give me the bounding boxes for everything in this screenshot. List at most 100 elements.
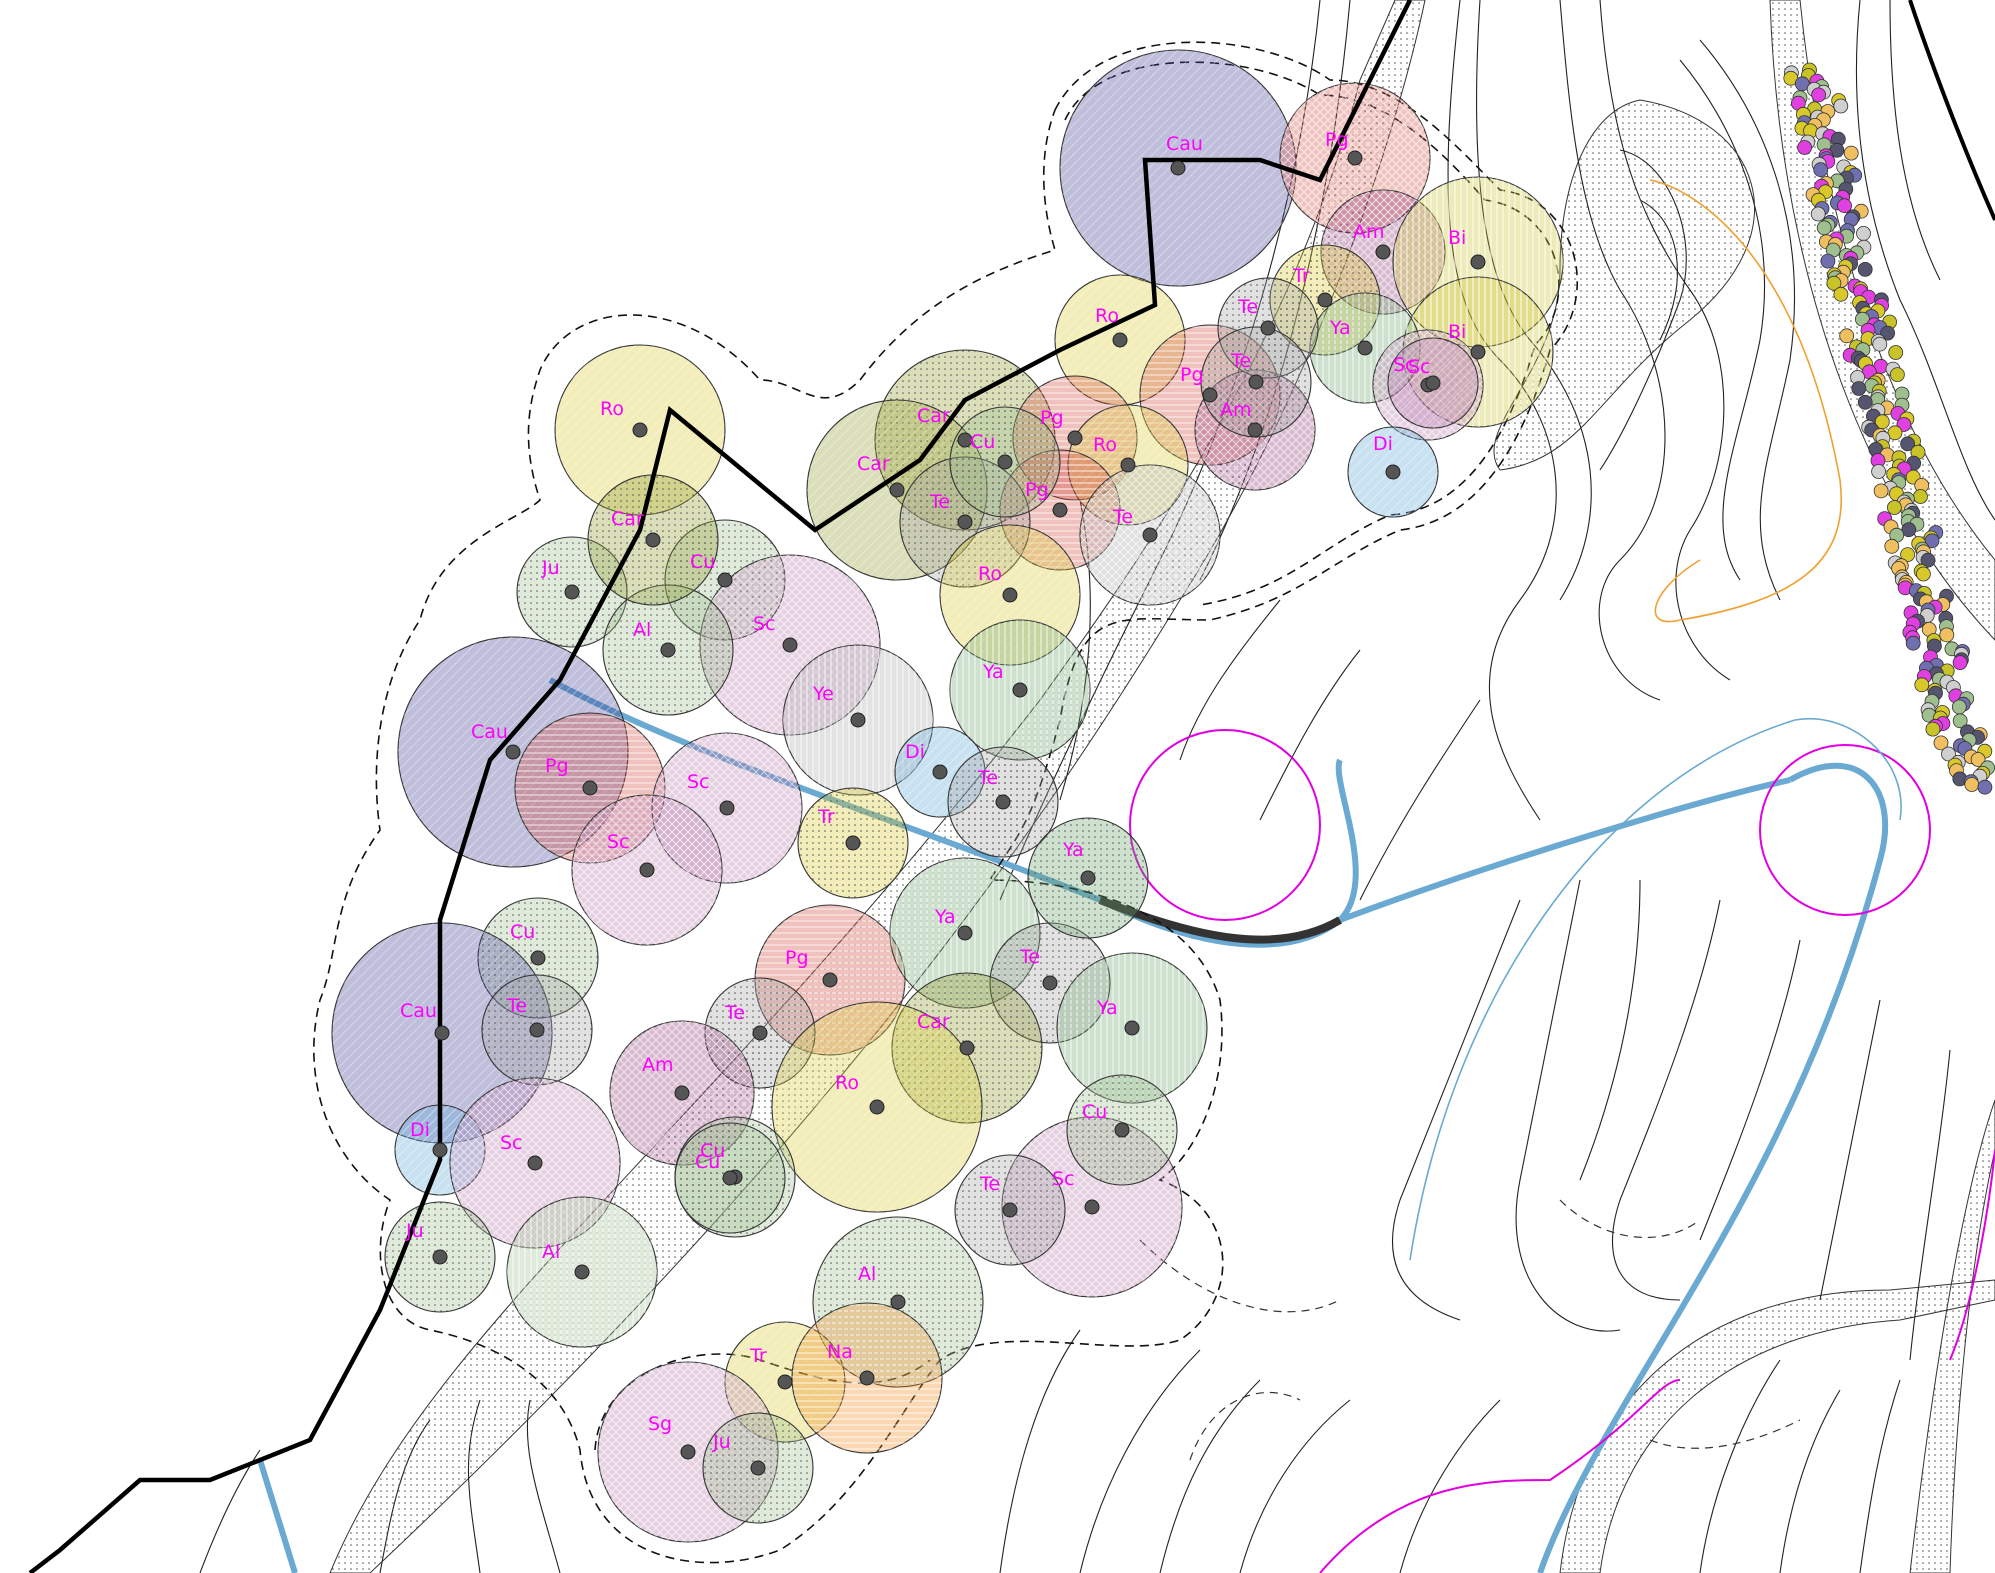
shrub xyxy=(1914,677,1930,693)
tree-species-label: Di xyxy=(905,741,925,763)
tree-species-label: Cu xyxy=(695,1151,720,1173)
tree-species-label: Pg xyxy=(785,947,809,969)
tree-trunk-marker xyxy=(1002,587,1018,603)
tree-species-label: Cau xyxy=(400,1000,437,1022)
tree-trunk-marker xyxy=(959,1040,975,1056)
tree-species-label: Pg xyxy=(1325,129,1349,151)
tree-species-label: Car xyxy=(917,405,950,427)
shrub xyxy=(1851,381,1867,396)
tree-species-label: Te xyxy=(1230,350,1251,372)
tree-species-label: Sc xyxy=(1393,354,1416,376)
tree-trunk-marker xyxy=(1260,320,1276,336)
tree-trunk-marker xyxy=(1084,1199,1100,1215)
tree-species-label: Sc xyxy=(500,1132,523,1154)
tree-trunk-marker xyxy=(995,794,1011,810)
contour-line xyxy=(1859,1379,1901,1573)
tree-trunk-marker xyxy=(645,532,661,548)
tree-species-label: Cau xyxy=(1166,133,1203,155)
tree-trunk-marker xyxy=(1375,244,1391,260)
tree-species-label: Pg xyxy=(1025,479,1049,501)
tree-trunk-marker xyxy=(432,1249,448,1265)
tree-species-label: Am xyxy=(642,1054,674,1076)
tree-species-label: Ju xyxy=(712,1431,731,1453)
tree-species-label: Ro xyxy=(978,563,1002,585)
tree-species-label: Sc xyxy=(753,613,776,635)
shrub xyxy=(1887,500,1902,515)
tree-trunk-marker xyxy=(822,972,838,988)
tree-species-label: Ju xyxy=(541,557,560,579)
shrub xyxy=(1872,336,1888,352)
shrub xyxy=(1900,436,1915,452)
shrub xyxy=(1941,746,1956,762)
tree-trunk-marker xyxy=(1002,1202,1018,1218)
tree-trunk-marker xyxy=(957,925,973,941)
tree-species-label: Te xyxy=(977,767,998,789)
shrub xyxy=(1833,98,1849,114)
shrub xyxy=(1797,140,1812,155)
contour-line xyxy=(1819,999,1881,1301)
tree-trunk-marker xyxy=(845,835,861,851)
shrub xyxy=(1951,699,1967,715)
tree-trunk-marker xyxy=(1470,344,1486,360)
dashed-contour xyxy=(1649,1419,1801,1449)
tree-species-label: Cu xyxy=(510,921,535,943)
tree-trunk-marker xyxy=(1425,375,1441,391)
tree-species-label: Te xyxy=(979,1173,1000,1195)
tree-species-label: Ya xyxy=(1062,839,1084,861)
tree-species-label: Bi xyxy=(1448,321,1466,343)
contour-line xyxy=(1079,1349,1201,1573)
shrub xyxy=(1843,145,1859,161)
tree-species-label: Al xyxy=(633,619,651,641)
tree-trunk-marker xyxy=(660,642,676,658)
tree-species-label: Te xyxy=(724,1002,745,1024)
tree-species-label: Te xyxy=(1112,506,1133,528)
tree-trunk-marker xyxy=(434,1025,450,1041)
tree-trunk-marker xyxy=(1112,332,1128,348)
contour-line xyxy=(1259,649,1361,821)
tree-trunk-marker xyxy=(530,950,546,966)
contour-line xyxy=(1515,879,1621,1332)
tree-species-label: Car xyxy=(857,453,890,475)
tree-trunk-marker xyxy=(777,1374,793,1390)
tree-species-label: Sc xyxy=(1408,356,1431,378)
shrub xyxy=(1833,286,1849,302)
tree-species-label: Cu xyxy=(1082,1101,1107,1123)
contour-line xyxy=(1359,699,1481,901)
tree-trunk-marker xyxy=(1317,292,1333,308)
tree-species-label: Sc xyxy=(607,831,630,853)
tree-trunk-marker xyxy=(1142,527,1158,543)
tree-species-label: Ya xyxy=(1329,317,1351,339)
tree-species-label: Tr xyxy=(749,1345,767,1367)
tree-trunk-marker xyxy=(505,744,521,760)
tree-trunk-marker xyxy=(1347,150,1363,166)
tree-species-label: Ye xyxy=(812,683,834,705)
tree-trunk-marker xyxy=(1067,430,1083,446)
tree-species-label: Car xyxy=(917,1011,950,1033)
shrub xyxy=(1873,483,1889,499)
shrub xyxy=(1857,394,1873,410)
colored-lines xyxy=(1129,179,1995,1573)
shrub xyxy=(1900,547,1915,562)
shrub xyxy=(1887,425,1903,441)
shrub-planting xyxy=(1783,62,1995,795)
contour-line xyxy=(1159,1379,1261,1573)
shrub xyxy=(1888,345,1904,360)
contour-line xyxy=(1889,0,1941,281)
tree-species-label: Te xyxy=(506,995,527,1017)
tree-trunk-marker xyxy=(1202,387,1218,403)
tree-species-label: Te xyxy=(929,491,950,513)
contour-line xyxy=(199,1449,261,1573)
tree-trunk-marker xyxy=(782,637,798,653)
tree-species-label: Ya xyxy=(982,661,1004,683)
shrub xyxy=(1970,752,1986,767)
tree-species-label: Sg xyxy=(648,1413,672,1435)
tree-trunk-marker xyxy=(529,1022,545,1038)
tree-trunk-marker xyxy=(674,1085,690,1101)
contour-line xyxy=(1611,899,1721,1301)
tree-trunk-marker xyxy=(1357,340,1373,356)
shrub xyxy=(1933,735,1949,751)
tree-trunk-marker xyxy=(997,454,1013,470)
shrub xyxy=(1964,777,1980,792)
tree-species-label: Cu xyxy=(690,551,715,573)
